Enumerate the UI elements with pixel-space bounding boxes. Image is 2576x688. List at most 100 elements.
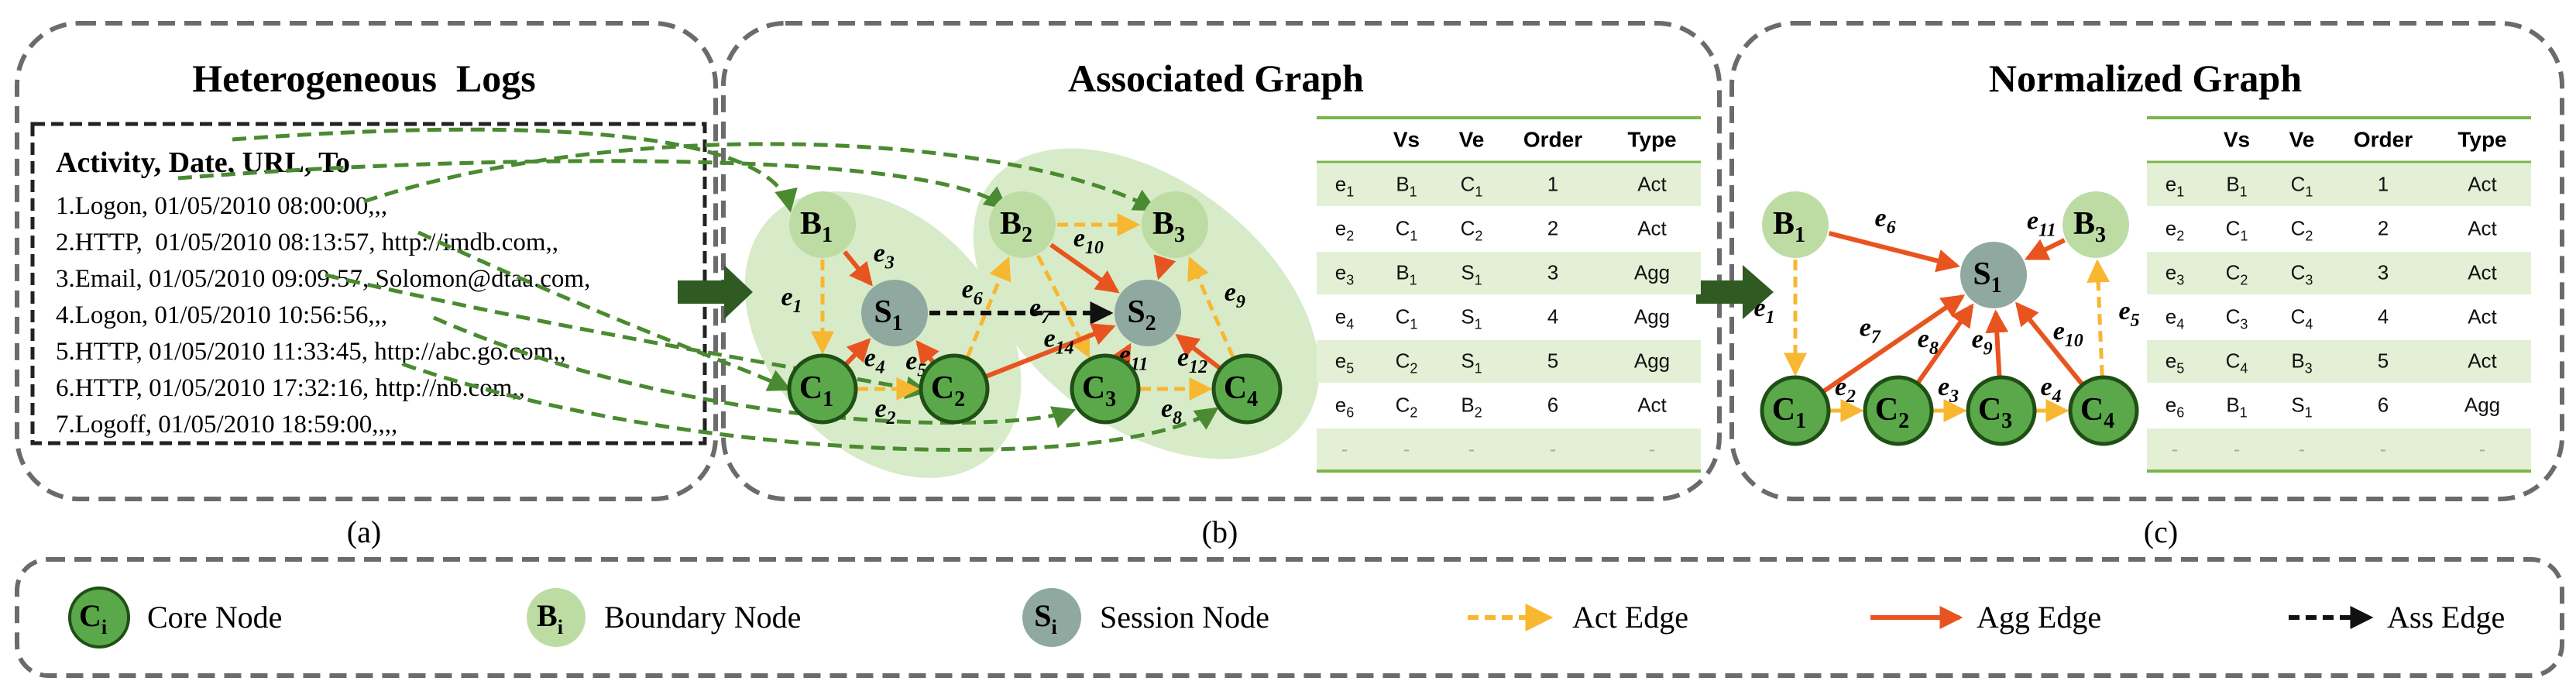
table-cell: Agg bbox=[2464, 394, 2500, 417]
table-cell: C3 bbox=[2226, 305, 2248, 332]
table-cell: C1 bbox=[1461, 173, 1483, 200]
edge-label: e8 bbox=[1161, 394, 1182, 428]
table-row-stripe bbox=[1317, 252, 1701, 294]
node-label: B3 bbox=[2073, 206, 2106, 247]
edge-label: e10 bbox=[1073, 224, 1104, 258]
node-label: S2 bbox=[1127, 294, 1156, 335]
edge-act-C4-B3 bbox=[2087, 259, 2111, 377]
legend-boundary-symbol: Bi bbox=[537, 598, 563, 638]
edge-agg-B3-S1 bbox=[2024, 238, 2066, 261]
panel-a-title: Heterogeneous Logs bbox=[192, 57, 535, 100]
panel-c-title: Normalized Graph bbox=[1989, 57, 2302, 100]
edge-agg-C1-S1 bbox=[1822, 294, 1966, 394]
node-core-C3 bbox=[1966, 375, 2037, 446]
edge-agg-C2-S1 bbox=[915, 339, 939, 366]
node-session-S1 bbox=[861, 280, 928, 346]
table-cell: e6 bbox=[2166, 394, 2184, 421]
table-row-stripe bbox=[1317, 163, 1701, 206]
log-link-curve bbox=[363, 142, 1157, 212]
table-cell: 4 bbox=[2378, 305, 2389, 329]
edge-agg-B3-S2 bbox=[1153, 254, 1176, 280]
edge-label: e3 bbox=[1938, 373, 1959, 407]
node-boundary-B3 bbox=[2063, 191, 2129, 258]
node-session-S1 bbox=[1960, 242, 2027, 308]
table-cell: B1 bbox=[1396, 173, 1417, 200]
log-link-curve bbox=[325, 273, 929, 400]
table-cell: e6 bbox=[1335, 394, 1354, 421]
table-cell: B3 bbox=[2291, 349, 2312, 377]
table-cell: - bbox=[1403, 438, 1410, 461]
node-label: S1 bbox=[1973, 256, 2001, 298]
node-core-C3 bbox=[1070, 353, 1141, 425]
table-cell: Agg bbox=[1634, 261, 1670, 284]
table-cell: - bbox=[2479, 438, 2486, 461]
table-cell: S1 bbox=[2291, 394, 2312, 421]
table-cell: S1 bbox=[1461, 305, 1482, 332]
node-label: C1 bbox=[1772, 392, 1806, 433]
table-row-stripe bbox=[2147, 163, 2531, 206]
table-row-stripe bbox=[1317, 428, 1701, 471]
edge-label: e12 bbox=[1177, 343, 1207, 377]
node-core-C2 bbox=[919, 353, 990, 425]
node-boundary-B3 bbox=[1142, 191, 1208, 258]
table-header-cell: Vs bbox=[1393, 128, 1420, 152]
edge-agg-C4-S2 bbox=[1175, 334, 1221, 370]
edge-label: e1 bbox=[1753, 294, 1774, 328]
table-cell: C2 bbox=[2291, 217, 2313, 244]
table-row-stripe bbox=[2147, 340, 2531, 383]
node-label: B3 bbox=[1152, 206, 1185, 247]
table-cell: Act bbox=[2468, 173, 2497, 196]
table-row-stripe bbox=[1317, 340, 1701, 383]
edge-act-C4-B3 bbox=[1187, 256, 1235, 358]
edge-label: e7 bbox=[1029, 294, 1051, 328]
table-cell: C4 bbox=[2226, 349, 2248, 377]
log-lines: 1.Logon, 01/05/2010 08:00:00,,,2.HTTP, 0… bbox=[56, 192, 590, 439]
node-label: B1 bbox=[1773, 206, 1805, 247]
table-cell: Act bbox=[2468, 305, 2497, 329]
table-cell: S1 bbox=[1461, 261, 1482, 288]
edge-act-C2-B2 bbox=[965, 256, 1012, 358]
table-cell: C1 bbox=[1396, 305, 1418, 332]
table-cell: C1 bbox=[2226, 217, 2248, 244]
table-cell: C2 bbox=[2226, 261, 2248, 288]
node-label: C3 bbox=[1082, 370, 1116, 411]
table-cell: Act bbox=[1637, 394, 1667, 417]
table-cell: Act bbox=[2468, 349, 2497, 373]
table-cell: 3 bbox=[1547, 261, 1558, 284]
edge-label: e6 bbox=[1875, 204, 1896, 238]
edge-agg-C2-S2 bbox=[985, 323, 1116, 379]
edge-label: e2 bbox=[1835, 373, 1856, 407]
legend-core-label: Core Node bbox=[147, 600, 282, 635]
node-boundary-B2 bbox=[989, 191, 1056, 258]
edge-label: e7 bbox=[1860, 314, 1881, 348]
transition-arrow-ab bbox=[678, 265, 753, 319]
panel-c-frame bbox=[1729, 21, 2564, 501]
edge-label: e2 bbox=[874, 394, 895, 428]
edge-label: e8 bbox=[1918, 325, 1939, 359]
panel-a-caption: (a) bbox=[347, 514, 381, 549]
edge-label: e11 bbox=[2027, 207, 2056, 241]
edge-label: e5 bbox=[2119, 297, 2140, 331]
table-cell: 1 bbox=[2378, 173, 2389, 196]
log-link-curve bbox=[417, 230, 792, 391]
edge-label: e6 bbox=[962, 275, 983, 309]
table-cell: - bbox=[2380, 438, 2387, 461]
table-cell: C1 bbox=[2291, 173, 2313, 200]
table-cell: e5 bbox=[1335, 349, 1354, 377]
table-header-cell: Type bbox=[1627, 128, 1676, 152]
node-core-C4 bbox=[2068, 375, 2139, 446]
table-cell: 6 bbox=[2378, 394, 2389, 417]
log-link-curve bbox=[177, 159, 1008, 210]
legend-boundary-label: Boundary Node bbox=[604, 600, 801, 635]
table-cell: B2 bbox=[1461, 394, 1482, 421]
table-cell: e4 bbox=[1335, 305, 1354, 332]
edge-agg-C3-S1 bbox=[1985, 309, 2009, 377]
table-cell: Act bbox=[2468, 261, 2497, 284]
node-label: S1 bbox=[874, 294, 902, 335]
edge-label: e9 bbox=[1224, 278, 1245, 312]
table-cell: e4 bbox=[2166, 305, 2184, 332]
log-line: 2.HTTP, 01/05/2010 08:13:57, http://imdb… bbox=[56, 229, 558, 256]
